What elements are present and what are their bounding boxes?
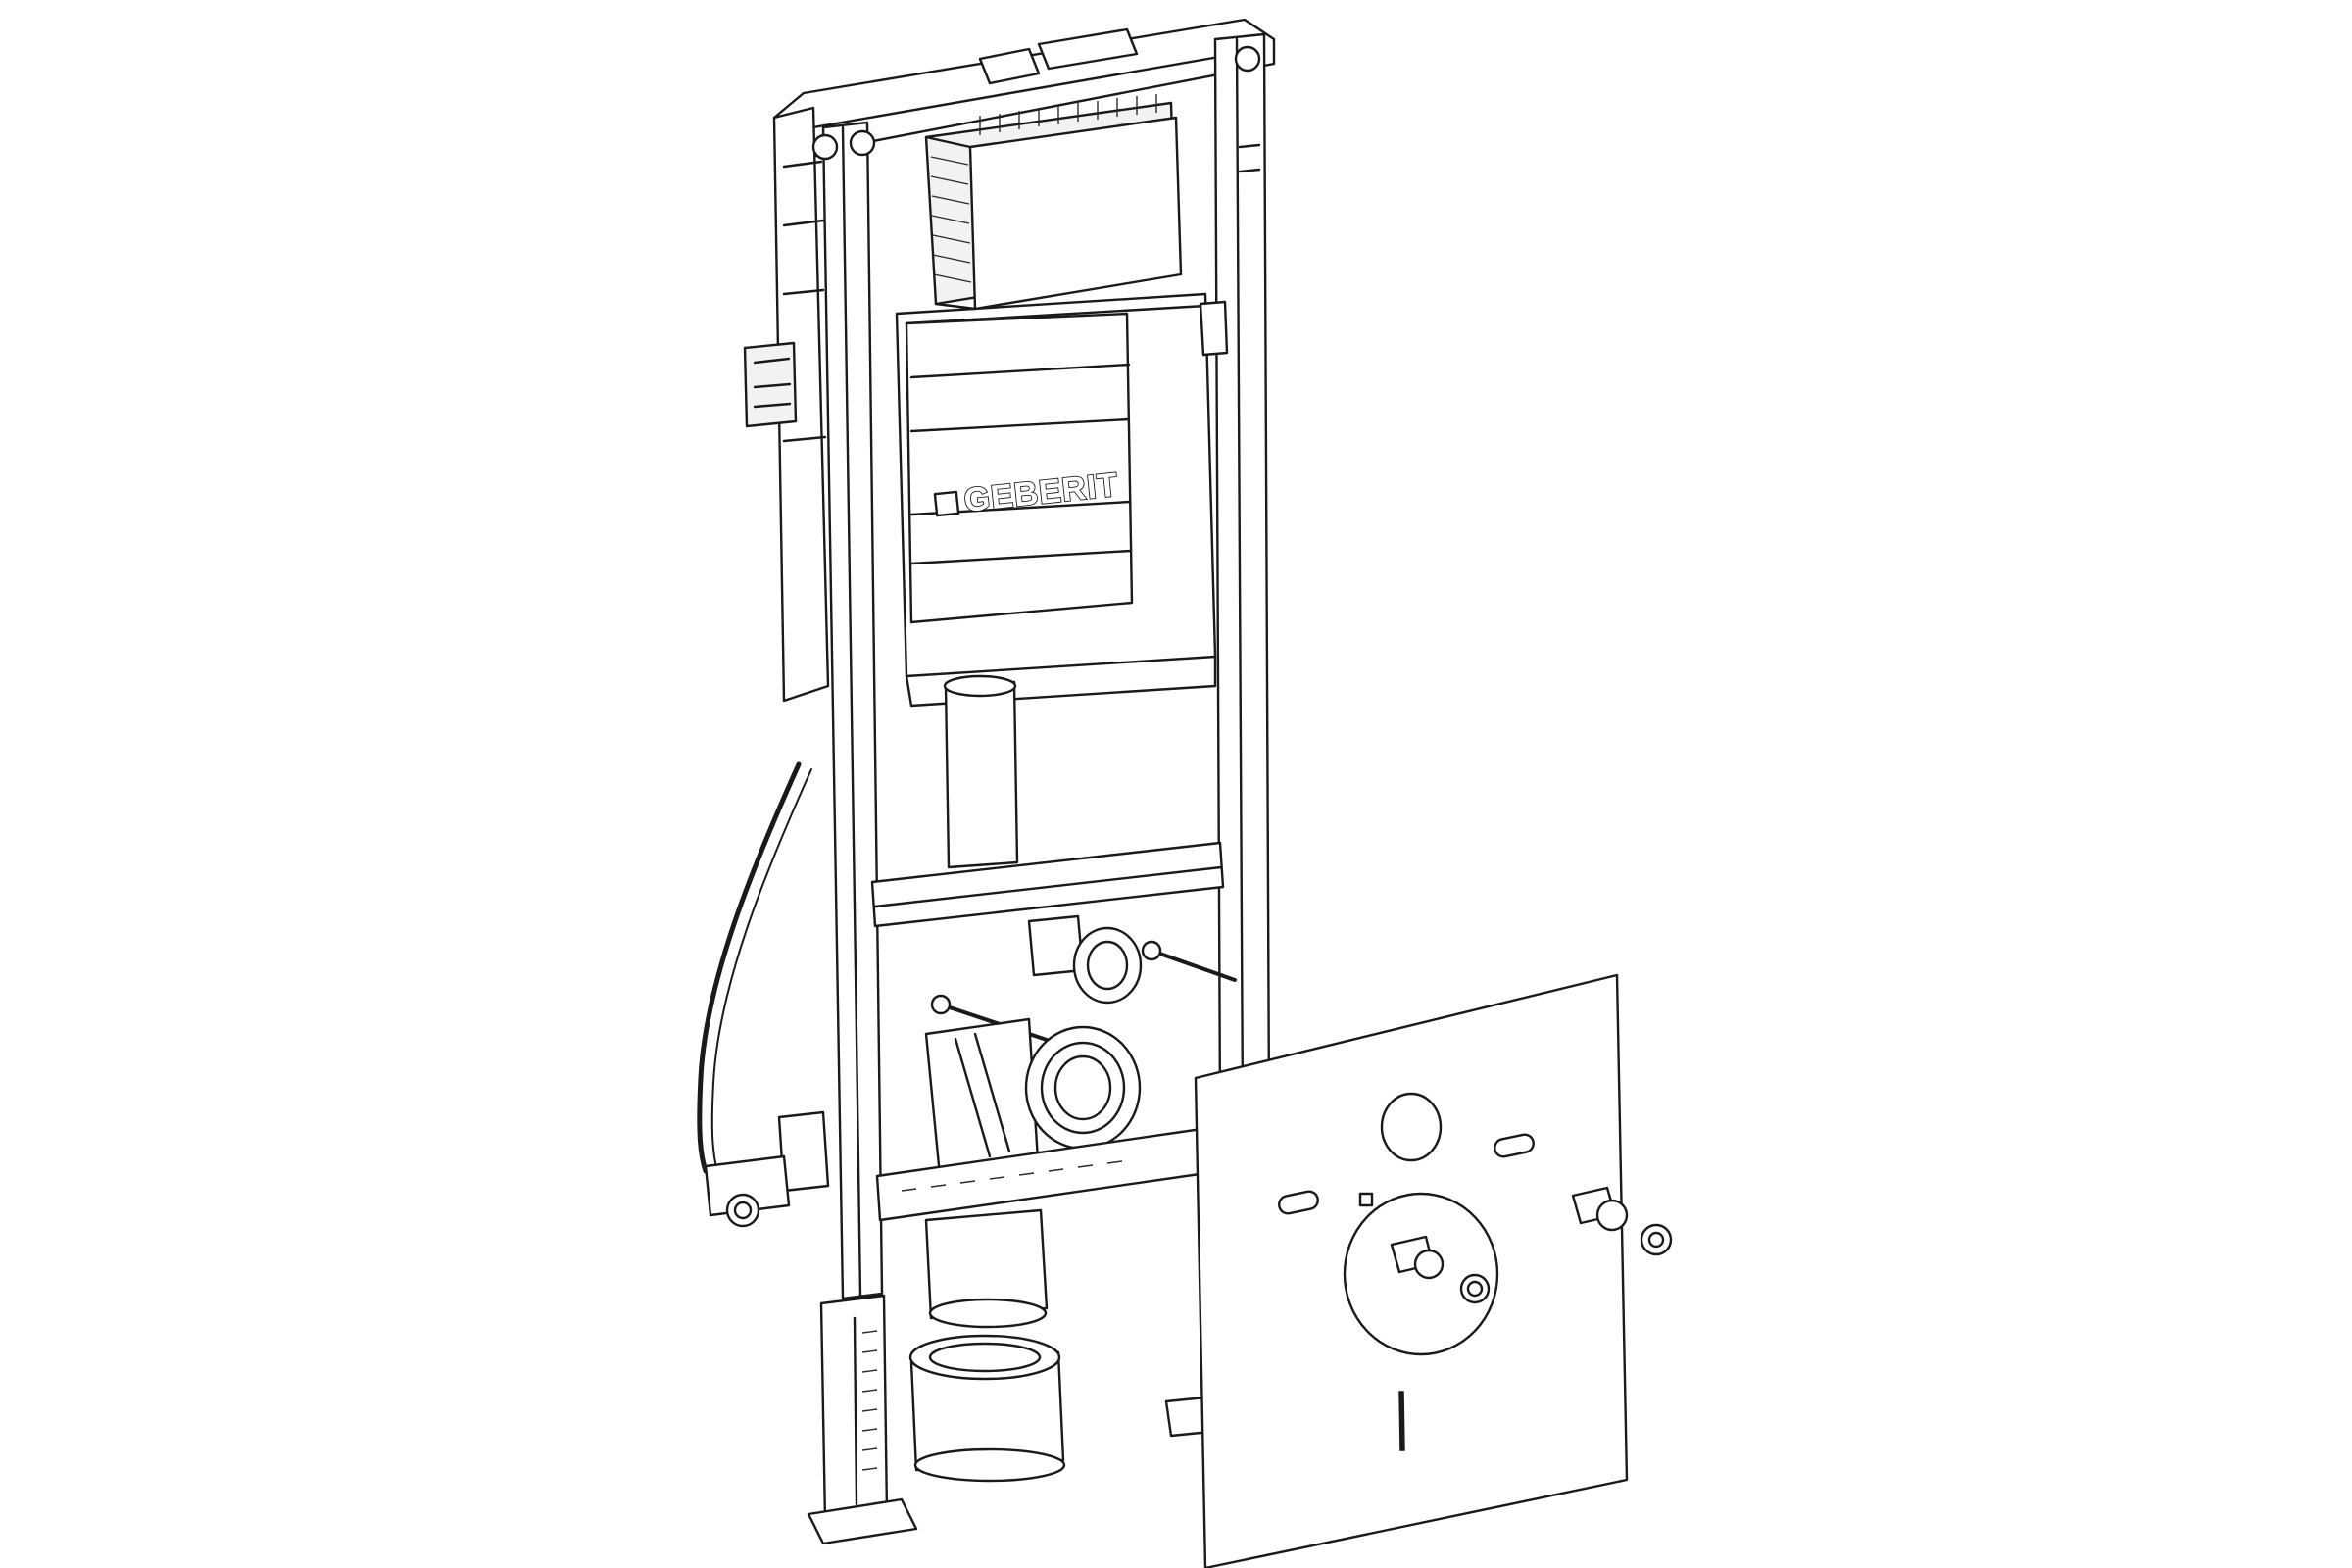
valve-bracket xyxy=(704,1110,830,1228)
frame-left-upright xyxy=(807,121,918,1545)
panel-slot-right xyxy=(1494,1133,1535,1158)
flexible-hose xyxy=(697,761,812,1174)
panel-marker xyxy=(1358,1192,1374,1207)
fixing-bolt-right xyxy=(1571,1186,1673,1256)
insulation-panel xyxy=(1194,973,1629,1568)
side-box xyxy=(743,106,830,703)
drain-pipe xyxy=(924,1208,1049,1329)
frame-bottom-rail xyxy=(875,1125,1222,1222)
water-supply-elbow xyxy=(1027,914,1143,1004)
bolt-top-left xyxy=(811,133,839,161)
frame-crossbar xyxy=(870,841,1225,928)
fixing-bolt-center xyxy=(1390,1235,1491,1304)
threaded-rod-right xyxy=(1141,940,1237,982)
left-foot xyxy=(807,1497,918,1545)
panel-cutout-top xyxy=(1380,1092,1443,1162)
panel-slit xyxy=(1398,1391,1405,1451)
flush-housing xyxy=(924,94,1183,311)
frame-right-upright xyxy=(1199,32,1271,1114)
bolt-top-left-2 xyxy=(849,129,876,157)
cistern-front-panel: GEBERIT xyxy=(905,312,1134,624)
drain-bend xyxy=(924,1017,1142,1188)
flush-pipe xyxy=(943,674,1019,869)
bolt-top-right xyxy=(1234,45,1261,73)
panel-slot-left xyxy=(1278,1190,1319,1215)
pipe-sleeve xyxy=(908,1334,1066,1483)
